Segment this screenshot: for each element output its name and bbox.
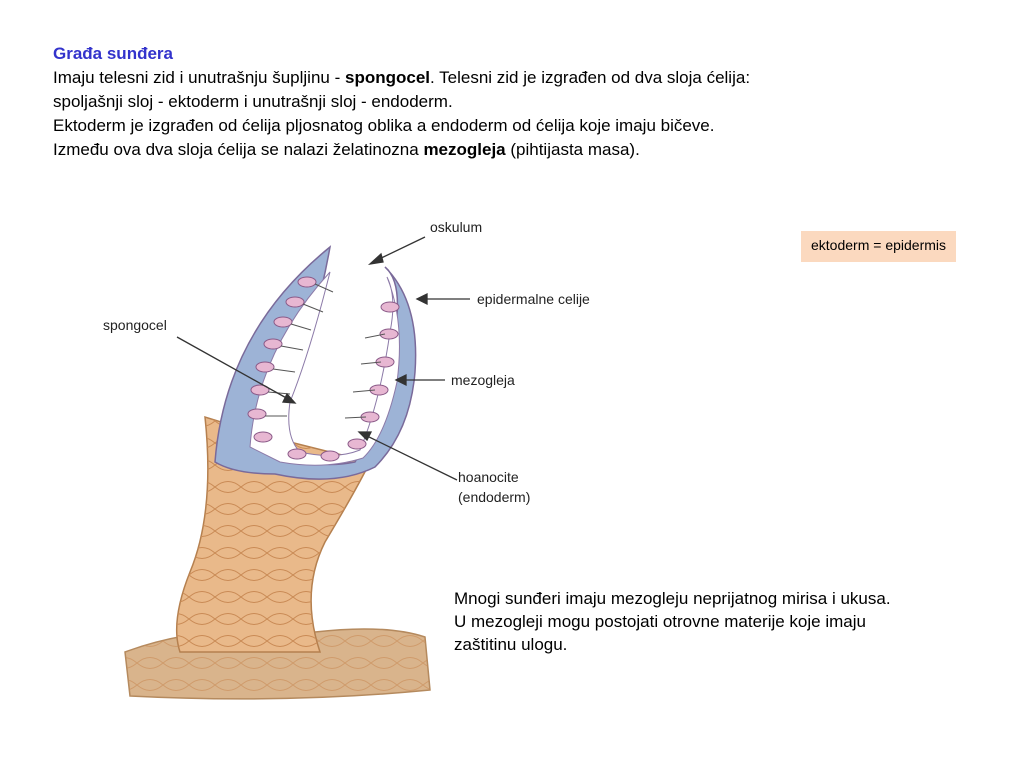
intro-line-4-end: (pihtijasta masa).: [505, 140, 640, 159]
sponge-diagram: oskulum epidermalne celije spongocel mez…: [85, 212, 625, 712]
note-text: Mnogi sunđeri imaju mezogleju neprijatno…: [454, 587, 994, 656]
intro-line-4-start: Između ova dva sloja ćelija se nalazi že…: [53, 140, 424, 159]
term-spongocel: spongocel: [344, 68, 430, 87]
intro-line-4: Između ova dva sloja ćelija se nalazi že…: [53, 138, 993, 162]
label-mezogleja: mezogleja: [451, 372, 515, 388]
label-epidermal-cells: epidermalne celije: [477, 291, 590, 307]
note-line-1: Mnogi sunđeri imaju mezogleju neprijatno…: [454, 589, 891, 608]
label-oskulum: oskulum: [430, 219, 482, 235]
label-spongocel: spongocel: [103, 317, 167, 333]
note-line-3: zaštitinu ulogu.: [454, 635, 568, 654]
sponge-illustration: oskulum epidermalne celije spongocel mez…: [103, 219, 590, 700]
page-title: Građa sunđera: [53, 44, 173, 63]
intro-line-1-start: Imaju telesni zid i unutrašnju šupljinu …: [53, 68, 345, 87]
intro-line-3: Ektoderm je izgrađen od ćelija pljosnato…: [53, 116, 715, 135]
spongocel-cavity: [249, 271, 400, 466]
callout-box: ektoderm = epidermis: [801, 231, 957, 262]
label-endoderm: (endoderm): [458, 489, 530, 505]
flagella: [265, 283, 386, 419]
intro-line-1: Imaju telesni zid i unutrašnju šupljinu …: [53, 66, 993, 90]
term-mezogleja: mezogleja: [423, 140, 506, 159]
intro-line-1-end: . Telesni zid je izgrađen od dva sloja ć…: [430, 68, 751, 87]
label-hoanocite: hoanocite: [458, 469, 519, 485]
label-arrows: [176, 236, 470, 481]
intro-text: Građa sunđera Imaju telesni zid i unutra…: [53, 42, 993, 162]
intro-line-2: spoljašnji sloj - ektoderm i unutrašnji …: [53, 92, 453, 111]
note-line-2: U mezogleji mogu postojati otrovne mater…: [454, 612, 866, 631]
choanocyte-cells: [247, 276, 400, 462]
